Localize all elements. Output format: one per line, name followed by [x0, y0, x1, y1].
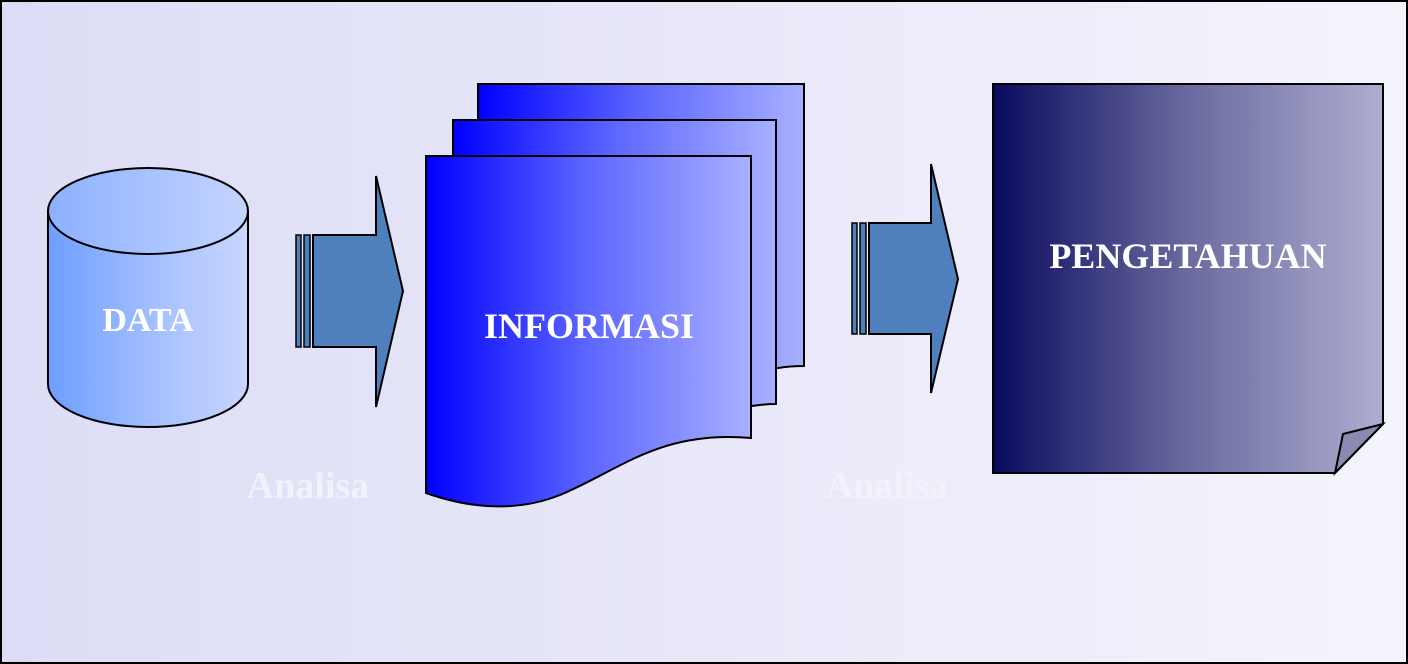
- folded-corner: [1333, 422, 1387, 477]
- pengetahuan-page: PENGETAHUAN: [992, 83, 1387, 477]
- analisa-arrow-1: [295, 175, 405, 408]
- data-cylinder: DATA: [47, 167, 249, 428]
- analisa-label-2: Analisa: [826, 465, 948, 507]
- informasi-documents: INFORMASI: [425, 83, 805, 508]
- informasi-label: INFORMASI: [484, 306, 694, 346]
- analisa-arrow-2: [851, 163, 960, 394]
- analisa-label-1: Analisa: [247, 465, 369, 507]
- data-label: DATA: [102, 302, 194, 339]
- pengetahuan-label: PENGETAHUAN: [1049, 236, 1326, 276]
